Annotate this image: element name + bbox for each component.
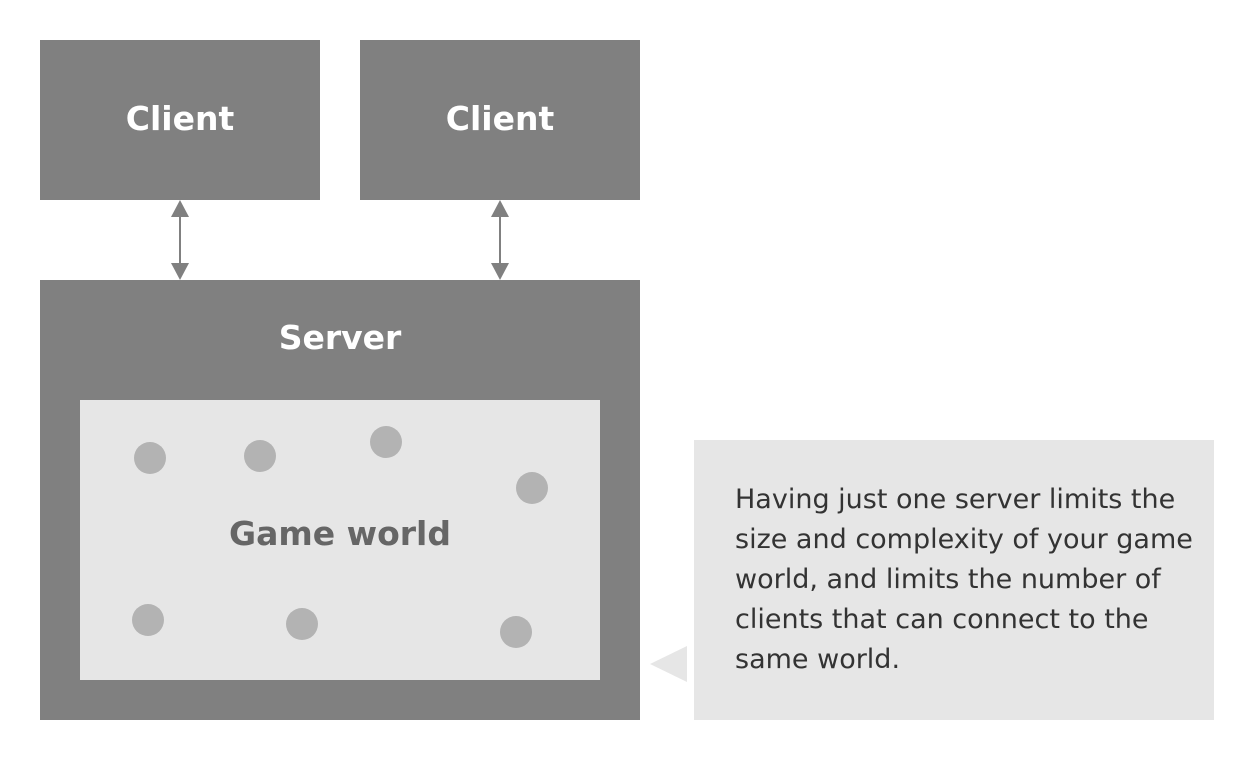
- world-entity: [370, 426, 402, 458]
- server-box: Server Game world: [40, 280, 640, 720]
- world-entity: [286, 608, 318, 640]
- world-entity: [244, 440, 276, 472]
- server-label: Server: [278, 318, 402, 357]
- game-world-area: Game world: [80, 400, 600, 680]
- callout-text: Having just one server limits the size a…: [735, 484, 1193, 675]
- callout-box: Having just one server limits the size a…: [694, 440, 1214, 720]
- client-label: Client: [445, 98, 555, 138]
- client-box-right: Client: [360, 40, 640, 200]
- game-world-label: Game world: [229, 514, 451, 553]
- callout-pointer: [650, 646, 687, 682]
- world-entity: [134, 442, 166, 474]
- connection-arrow-right: [491, 200, 509, 280]
- connection-arrow-left: [171, 200, 189, 280]
- client-box-left: Client: [40, 40, 320, 200]
- world-entity: [516, 472, 548, 504]
- world-entity: [500, 616, 532, 648]
- world-entity: [132, 604, 164, 636]
- client-label: Client: [125, 98, 235, 138]
